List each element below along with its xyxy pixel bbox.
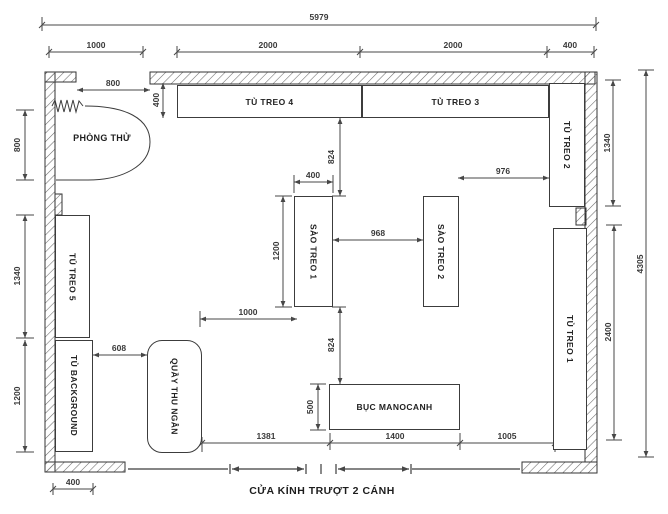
fitting-room-outline xyxy=(51,98,151,181)
wall-bottom-right xyxy=(521,461,598,474)
wall-left xyxy=(44,71,56,473)
dim-ext-top xyxy=(48,46,595,58)
mannequin-podium-label: BỤC MANOCANH xyxy=(356,402,433,412)
sliding-door-group xyxy=(128,464,520,474)
dim-mid-824-upper: 824 xyxy=(325,147,336,167)
dim-bottom-1381: 1381 xyxy=(254,430,278,441)
fitting-room-curve xyxy=(56,105,151,181)
dim-right-1340: 1340 xyxy=(601,131,612,155)
dim-left-1340: 1340 xyxy=(11,264,22,288)
dim-bottom-1005: 1005 xyxy=(495,430,519,441)
dim-mid-824-lower: 824 xyxy=(325,335,336,355)
dim-bottom-1400: 1400 xyxy=(383,430,407,441)
dim-rail-968: 968 xyxy=(368,227,388,238)
cabinet-tu-treo-5-label: TỦ TREO 5 xyxy=(67,252,78,301)
sliding-door-label: CỬA KÍNH TRƯỢT 2 CÁNH xyxy=(249,485,395,497)
mannequin-podium: BỤC MANOCANH xyxy=(329,384,460,430)
wall-top-left-stub xyxy=(44,71,77,83)
fitting-room-label: PHÒNG THỬ xyxy=(73,133,131,143)
cabinet-tu-treo-4-label: TỦ TREO 4 xyxy=(245,96,294,107)
rack-sao-treo-2: SÀO TREO 2 xyxy=(423,196,459,307)
dim-cabinet-depth-400: 400 xyxy=(150,90,161,110)
dim-top-1000: 1000 xyxy=(84,39,108,50)
wall-top xyxy=(149,71,596,85)
cabinet-tu-treo-3-label: TỦ TREO 3 xyxy=(431,96,480,107)
cashier-counter-label: QUẦY THU NGÂN xyxy=(169,358,180,435)
wall-pier-right xyxy=(575,207,587,226)
cabinet-tu-treo-3: TỦ TREO 3 xyxy=(362,85,549,118)
cabinet-tu-treo-2: TỦ TREO 2 xyxy=(549,83,585,207)
dim-podium-500: 500 xyxy=(304,397,315,417)
dim-right-2400: 2400 xyxy=(602,320,613,344)
cabinet-tu-background-label: TỦ BACKGROUND xyxy=(69,355,79,437)
dim-rail-400: 400 xyxy=(303,169,323,180)
dimension-lines xyxy=(16,17,654,495)
rack-sao-treo-1: SÀO TREO 1 xyxy=(294,196,333,307)
cabinet-tu-treo-1-label: TỦ TREO 1 xyxy=(565,315,575,363)
wall-bottom-left xyxy=(44,461,126,473)
cabinet-tu-treo-5: TỦ TREO 5 xyxy=(55,215,90,338)
cabinet-tu-treo-2-label: TỦ TREO 2 xyxy=(562,121,572,169)
dim-rail-1200: 1200 xyxy=(270,239,281,263)
dim-top-total: 5979 xyxy=(307,11,331,22)
cabinet-tu-background: TỦ BACKGROUND xyxy=(55,340,93,452)
cashier-counter: QUẦY THU NGÂN xyxy=(147,340,202,453)
walls-group xyxy=(44,71,598,474)
dim-top-2000-left: 2000 xyxy=(256,39,280,50)
dim-opening-800: 800 xyxy=(103,77,123,88)
dim-mid-1000: 1000 xyxy=(236,306,260,317)
rack-sao-treo-2-label: SÀO TREO 2 xyxy=(436,223,446,280)
dim-bottom-left-400: 400 xyxy=(63,476,83,487)
cabinet-tu-treo-4: TỦ TREO 4 xyxy=(177,85,362,118)
dim-left-1200: 1200 xyxy=(11,384,22,408)
curtain-zigzag-icon xyxy=(51,98,84,114)
dim-counter-608: 608 xyxy=(109,342,129,353)
dim-rail-976: 976 xyxy=(493,165,513,176)
dim-top-400: 400 xyxy=(560,39,580,50)
dim-right-4305: 4305 xyxy=(634,252,645,276)
dim-top-2000-right: 2000 xyxy=(441,39,465,50)
dim-left-800: 800 xyxy=(11,135,22,155)
rack-sao-treo-1-label: SÀO TREO 1 xyxy=(308,223,319,280)
wall-pier-left xyxy=(54,193,63,216)
cabinet-tu-treo-1: TỦ TREO 1 xyxy=(553,228,587,450)
